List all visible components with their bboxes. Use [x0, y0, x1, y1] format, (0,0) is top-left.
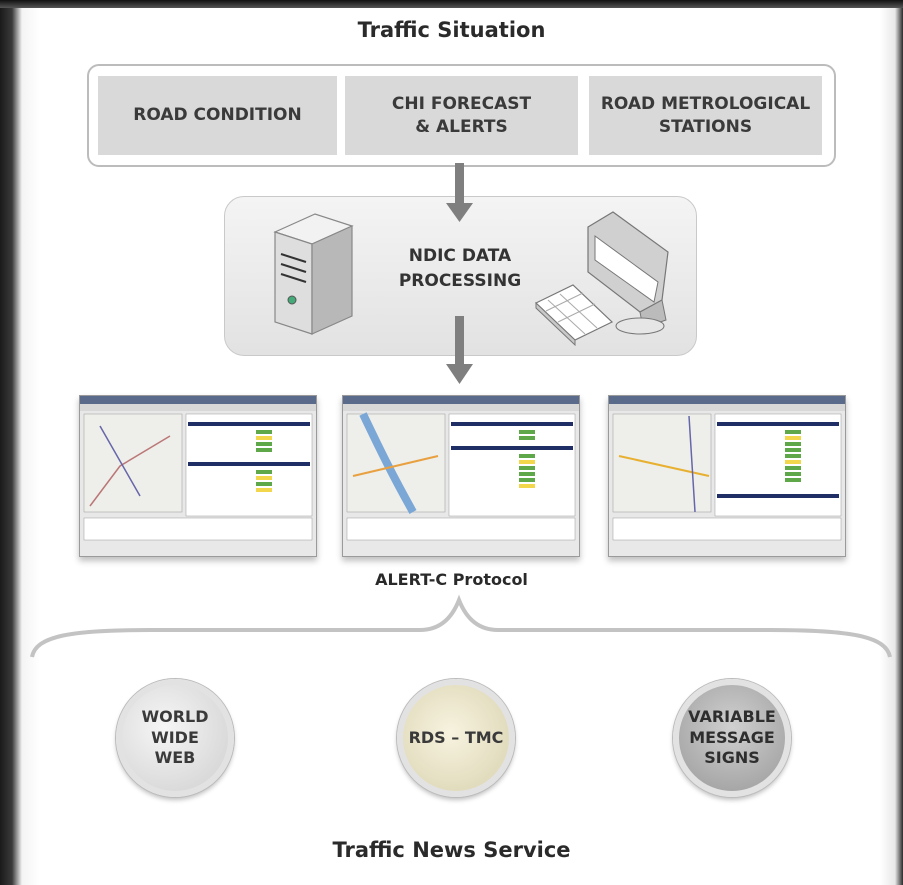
app-screenshot-3-content	[609, 396, 845, 541]
road-condition-box: ROAD CONDITION	[98, 76, 337, 155]
workstation-icon	[534, 211, 669, 347]
app-screenshot-3	[608, 395, 846, 557]
protocol-label: ALERT-C Protocol	[375, 570, 528, 589]
output-rds-tmc-label: RDS – TMC	[408, 727, 504, 747]
output-vms-circle: VARIABLE MESSAGE SIGNS	[673, 679, 791, 797]
server-icon	[273, 213, 354, 335]
app-screenshot-1	[79, 395, 317, 557]
top-bar	[0, 0, 903, 8]
app-screenshot-2	[342, 395, 580, 557]
arrow-processing-to-screens	[446, 316, 473, 384]
output-rds-tmc-circle: RDS – TMC	[397, 679, 515, 797]
output-vms-label: VARIABLE MESSAGE SIGNS	[688, 706, 776, 768]
app-screenshot-2-content	[343, 396, 579, 541]
processing-label: NDIC DATA PROCESSING	[398, 246, 522, 291]
diagram-title: Traffic Situation	[357, 18, 546, 42]
footer-title: Traffic News Service	[332, 838, 571, 862]
road-met-stations-box: ROAD METROLOGICAL STATIONS	[589, 76, 822, 155]
output-www-circle: WORLD WIDE WEB	[116, 679, 234, 797]
app-screenshot-1-content	[80, 396, 316, 541]
arrow-sources-to-processing	[446, 163, 473, 222]
output-www-label: WORLD WIDE WEB	[141, 706, 209, 768]
distribution-brace	[30, 594, 892, 658]
chi-forecast-box: CHI FORECAST & ALERTS	[345, 76, 578, 155]
